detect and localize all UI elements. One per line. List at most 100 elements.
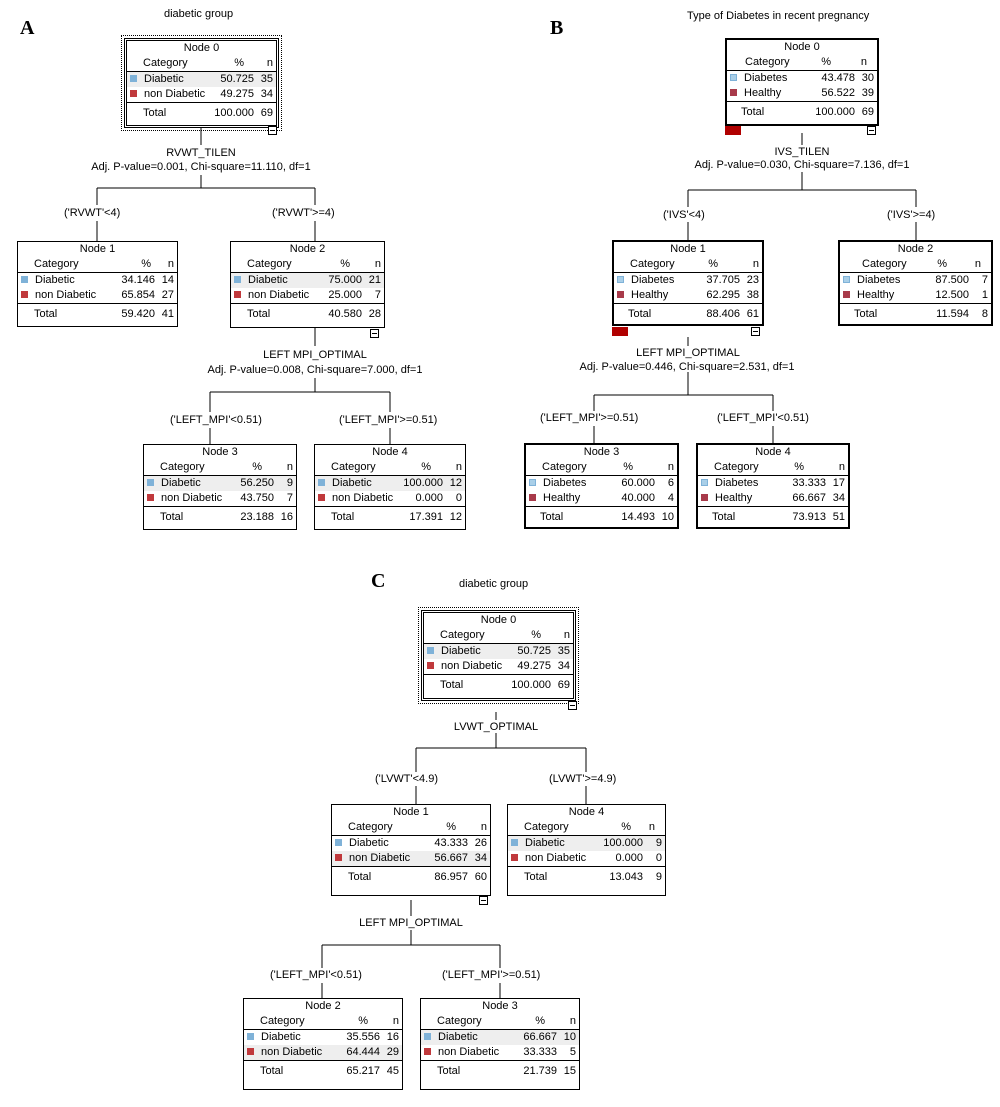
- collapse-toggle-icon[interactable]: [751, 327, 760, 336]
- node-title: Node 4: [372, 446, 408, 458]
- n-header: n: [667, 461, 674, 473]
- expand-marker-icon[interactable]: [612, 327, 628, 336]
- n-header: n: [374, 258, 381, 270]
- healthy-swatch: [529, 494, 536, 501]
- total-n: 12: [449, 511, 462, 523]
- category-label: Diabetic: [144, 73, 184, 85]
- pct-value: 75.000: [328, 274, 362, 286]
- n-header: n: [974, 258, 981, 270]
- total-pct: 23.188: [240, 511, 274, 523]
- collapse-toggle-icon[interactable]: [867, 126, 876, 135]
- healthy-swatch: [617, 291, 624, 298]
- total-label: Total: [260, 1065, 284, 1077]
- collapse-toggle-icon[interactable]: [568, 701, 577, 710]
- non-diabetic-swatch: [424, 1048, 431, 1055]
- panel-b-branch2-left: ('LEFT_MPI'>=0.51): [540, 412, 639, 424]
- panel-b-split2-stats: Adj. P-value=0.446, Chi-square=2.531, df…: [579, 361, 795, 373]
- pct-value: 43.333: [434, 837, 468, 849]
- total-n: 61: [746, 308, 759, 320]
- category-label: non Diabetic: [438, 1046, 500, 1058]
- category-label: Healthy: [744, 87, 782, 99]
- collapse-toggle-icon[interactable]: [479, 896, 488, 905]
- diabetes-swatch: [701, 479, 708, 486]
- total-label: Total: [34, 308, 58, 320]
- diabetic-swatch: [424, 1033, 431, 1040]
- non-diabetic-swatch: [147, 494, 154, 501]
- pct-header: %: [252, 461, 262, 473]
- diabetic-swatch: [511, 839, 518, 846]
- n-value: 14: [161, 274, 174, 286]
- category-label: Healthy: [715, 492, 753, 504]
- diabetic-swatch: [335, 839, 342, 846]
- total-n: 16: [280, 511, 293, 523]
- n-value: 9: [655, 837, 662, 849]
- pct-value: 62.295: [706, 289, 740, 301]
- n-value: 7: [286, 492, 293, 504]
- non-diabetic-swatch: [234, 291, 241, 298]
- category-label: Healthy: [631, 289, 669, 301]
- panel-a-split-stats: Adj. P-value=0.001, Chi-square=11.110, d…: [91, 161, 311, 173]
- category-header: Category: [714, 461, 759, 473]
- panel-a-split2-stats: Adj. P-value=0.008, Chi-square=7.000, df…: [207, 364, 423, 376]
- category-header: Category: [745, 56, 790, 68]
- collapse-toggle-icon[interactable]: [370, 329, 379, 338]
- panel-a-label: A: [20, 17, 35, 39]
- category-label: non Diabetic: [35, 289, 97, 301]
- n-value: 34: [557, 660, 570, 672]
- pct-value: 50.725: [220, 73, 254, 85]
- node-title: Node 1: [79, 243, 116, 255]
- total-n: 28: [368, 308, 381, 320]
- total-pct: 14.493: [621, 511, 655, 523]
- total-n: 69: [557, 679, 570, 691]
- pct-value: 66.667: [792, 492, 826, 504]
- total-label: Total: [854, 308, 878, 320]
- n-value: 23: [746, 274, 759, 286]
- total-n: 69: [861, 106, 874, 118]
- category-label: Diabetes: [631, 274, 675, 286]
- panel-c-branch-left: ('LVWT'<4.9): [375, 773, 438, 785]
- pct-value: 37.705: [706, 274, 740, 286]
- pct-header: %: [708, 258, 718, 270]
- expand-marker-icon[interactable]: [725, 126, 741, 135]
- category-label: Diabetes: [715, 477, 759, 489]
- total-label: Total: [348, 871, 372, 883]
- n-header: n: [167, 258, 174, 270]
- node-title: Node 2: [897, 243, 934, 255]
- n-header: n: [860, 56, 867, 68]
- pct-header: %: [623, 461, 633, 473]
- collapse-toggle-icon[interactable]: [268, 126, 277, 135]
- healthy-swatch: [843, 291, 850, 298]
- n-value: 5: [569, 1046, 576, 1058]
- node-title: Node 0: [784, 41, 820, 53]
- n-value: 29: [386, 1046, 399, 1058]
- n-value: 35: [260, 73, 273, 85]
- total-n: 60: [474, 871, 487, 883]
- total-pct: 65.217: [346, 1065, 380, 1077]
- pct-value: 50.725: [517, 645, 551, 657]
- n-value: 7: [981, 274, 988, 286]
- total-pct: 100.000: [214, 107, 254, 119]
- pct-header: %: [621, 821, 631, 833]
- pct-header: %: [340, 258, 350, 270]
- n-header: n: [455, 461, 462, 473]
- category-label: Diabetic: [349, 837, 389, 849]
- non-diabetic-swatch: [21, 291, 28, 298]
- n-value: 39: [861, 87, 874, 99]
- n-value: 30: [861, 72, 874, 84]
- panel-a-branch-right: ('RVWT'>=4): [272, 207, 335, 219]
